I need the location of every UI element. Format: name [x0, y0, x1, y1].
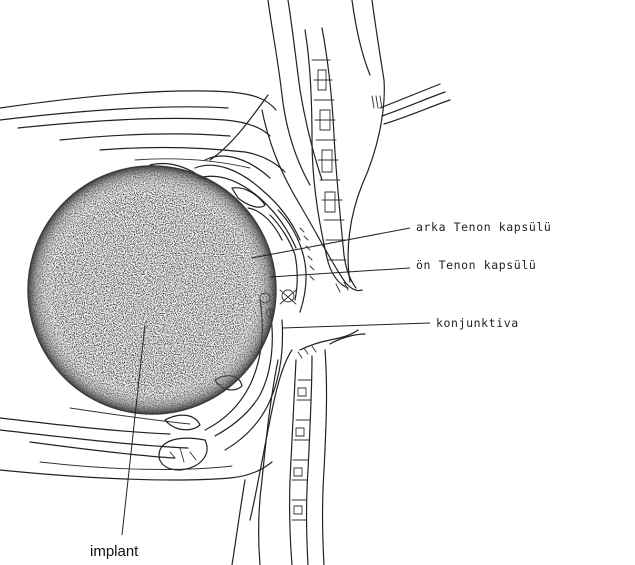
leader-on-tenon — [270, 268, 410, 277]
label-arka-tenon: arka Tenon kapsülü — [416, 220, 551, 234]
implant-sphere — [28, 166, 276, 414]
leader-konjunktiva — [282, 323, 430, 328]
leader-arka-tenon — [252, 228, 410, 258]
label-konjunktiva: konjunktiva — [436, 316, 519, 330]
label-implant: implant — [90, 543, 139, 560]
label-on-tenon: ön Tenon kapsülü — [416, 258, 536, 272]
lower-eyelid — [232, 330, 365, 565]
